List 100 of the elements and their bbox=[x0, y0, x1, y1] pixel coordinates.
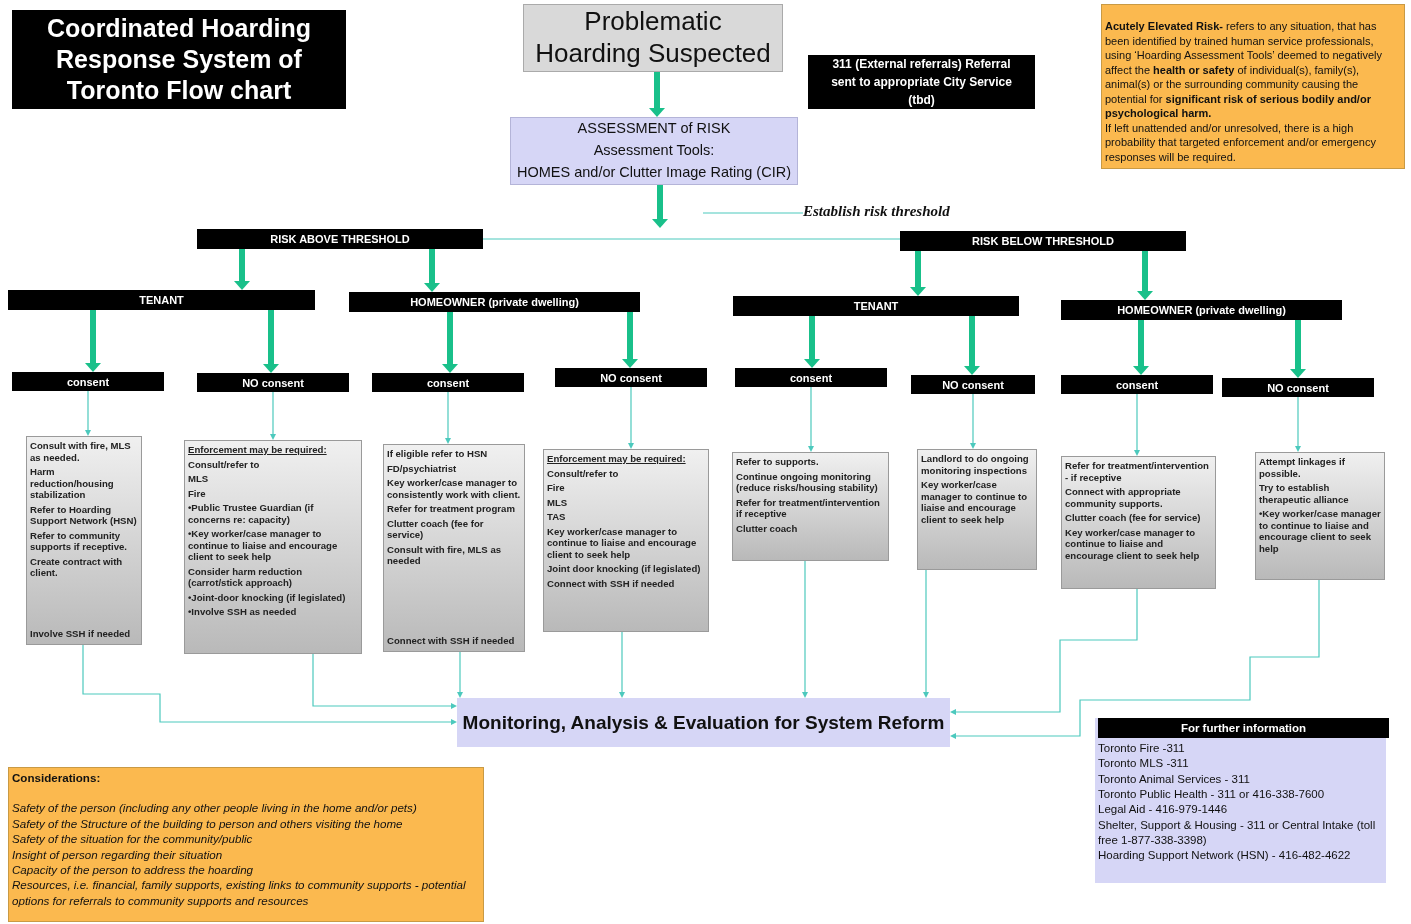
box-text: FD/psychiatrist bbox=[387, 462, 458, 474]
arrow bbox=[807, 316, 817, 368]
box-text: Capacity of the person to address the hoarding bbox=[12, 862, 255, 878]
box-text: Insight of person regarding their situation bbox=[12, 846, 224, 863]
arrow bbox=[625, 312, 635, 368]
box-text: If left unattended and/or unresolved, there is a high probability that targeted enforcement and/or emergency responses will be required. bbox=[1105, 120, 1377, 165]
connector-arrow bbox=[950, 588, 1138, 715]
arrow bbox=[266, 310, 276, 373]
connector-line bbox=[482, 238, 901, 240]
box-text: Connect with SSH if needed bbox=[387, 634, 516, 646]
box-text: Connect with SSH if needed bbox=[547, 577, 676, 589]
box-text: Consult/refer to bbox=[188, 458, 261, 470]
box-text: Shelter, Support & Housing - 311 or Central Intake (toll free 1-877-338-3398) bbox=[1097, 817, 1377, 848]
box-text: Refer for treatment program bbox=[387, 503, 516, 515]
box-text: Refer for treatment/intervention if receptive bbox=[736, 496, 881, 520]
box-text: •Key worker/case manager to continue to liaise and encourage client to seek help bbox=[1259, 508, 1381, 554]
consent-bar bbox=[911, 375, 1035, 394]
box-text: Toronto Animal Services - 311 bbox=[1097, 771, 1251, 787]
box-text: HOMEOWNER (private dwelling) bbox=[410, 296, 579, 308]
info-panel bbox=[1095, 718, 1386, 883]
panel-heading: For further information bbox=[1098, 718, 1389, 739]
consent-bar bbox=[1222, 378, 1374, 397]
box-text: consent bbox=[1115, 378, 1159, 391]
box-text: Connect with appropriate community supports. bbox=[1065, 486, 1182, 509]
arrow bbox=[913, 251, 923, 296]
box-text: Fire bbox=[547, 482, 566, 494]
box-text: Key worker/case manager to consistently work with client. bbox=[387, 477, 521, 500]
consent-bar bbox=[197, 373, 349, 392]
panel-heading: Considerations: bbox=[12, 770, 102, 786]
assessment-box bbox=[510, 117, 798, 185]
box-text: Key worker/case manager to continue to liaise and encourage client to seek help bbox=[547, 525, 698, 560]
box-text: Legal Aid - 416-979-1446 bbox=[1097, 802, 1229, 818]
box-text: •Involve SSH as needed bbox=[188, 606, 298, 618]
box-text: Consult with fire, MLS as needed bbox=[387, 543, 503, 567]
consent-bar bbox=[1061, 375, 1213, 394]
box-text: Clutter coach bbox=[736, 522, 799, 534]
box-text: Toronto Fire -311 bbox=[1097, 741, 1186, 757]
box-text: HOMEOWNER (private dwelling) bbox=[1117, 304, 1286, 316]
connector-arrow bbox=[270, 391, 276, 440]
box-text: Key worker/case manager to continue to liaise and encourage client to seek help bbox=[921, 479, 1029, 525]
consent-bar bbox=[12, 372, 164, 391]
connector-arrow bbox=[1295, 396, 1301, 452]
arrow bbox=[652, 72, 662, 117]
box-text: NO consent bbox=[242, 376, 304, 389]
category-bar bbox=[349, 292, 640, 312]
box-text: Establish risk threshold bbox=[803, 203, 951, 220]
arrow bbox=[1136, 320, 1146, 375]
box-text: If eligible refer to HSN bbox=[387, 448, 489, 460]
connector-arrow bbox=[802, 560, 808, 698]
box-text: RISK ABOVE THRESHOLD bbox=[270, 233, 410, 245]
action-box bbox=[184, 440, 362, 654]
box-text: RISK BELOW THRESHOLD bbox=[972, 235, 1114, 247]
box-text: HOMES and/or Clutter Image Rating (CIR) bbox=[517, 162, 791, 182]
arrow bbox=[237, 249, 247, 290]
box-text: Fire bbox=[188, 487, 207, 499]
action-box bbox=[383, 444, 525, 652]
box-text: Resources, i.e. financial, family supports, existing links to community supports - potential options for referrals to community supports and resources bbox=[12, 877, 467, 909]
box-text: TENANT bbox=[853, 300, 899, 312]
arrow bbox=[1293, 320, 1303, 378]
box-text: Consider harm reduction (carrot/stick approach) bbox=[188, 565, 304, 589]
box-text: ASSESSMENT of RISK bbox=[577, 119, 731, 139]
consent-bar bbox=[372, 373, 524, 392]
category-bar bbox=[733, 296, 1019, 316]
box-text: •Joint-door knocking (if legislated) bbox=[188, 591, 347, 603]
box-text: MLS bbox=[547, 496, 569, 508]
connector-arrow bbox=[85, 390, 91, 436]
box-text: Create contract with client. bbox=[30, 555, 124, 579]
considerations-box bbox=[8, 767, 484, 922]
box-text: Joint door knocking (if legislated) bbox=[547, 563, 702, 575]
box-text: Clutter coach (fee for service) bbox=[387, 517, 485, 541]
box-text: Toronto Public Health - 311 or 416-338-7600 bbox=[1097, 786, 1326, 802]
action-box bbox=[543, 449, 709, 632]
box-text: Attempt linkages if possible. bbox=[1259, 456, 1346, 479]
box-text: NO consent bbox=[1267, 381, 1329, 394]
action-box bbox=[26, 436, 142, 645]
box-text: •Key worker/case manager to continue to liaise and encourage client to seek help bbox=[188, 528, 339, 563]
box-text: Safety of the Structure of the building to person and others visiting the home bbox=[12, 815, 404, 832]
box-text: Continue ongoing monitoring (reduce risks/housing stability) bbox=[736, 470, 879, 494]
threshold-bar bbox=[197, 229, 483, 249]
box-text: 311 (External referrals) Referral sent to appropriate City Service (tbd) bbox=[830, 56, 1013, 109]
referral-box bbox=[808, 55, 1035, 109]
box-text: Refer to community supports if receptive. bbox=[30, 529, 129, 553]
action-box bbox=[732, 452, 889, 561]
box-text: Refer to supports. bbox=[736, 456, 820, 468]
connector-arrow bbox=[970, 393, 976, 449]
box-text: Key worker/case manager to continue to liaise and encourage client to seek help bbox=[1065, 526, 1201, 561]
connector-arrow bbox=[312, 653, 457, 709]
box-text: Coordinated Hoarding Response System of Toronto Flow chart bbox=[46, 12, 312, 107]
box-text: Refer for treatment/intervention - if receptive bbox=[1065, 460, 1210, 483]
connector-line bbox=[702, 212, 804, 214]
arrow bbox=[427, 249, 437, 292]
arrow bbox=[1140, 251, 1150, 300]
definition-box bbox=[1101, 4, 1405, 170]
box-text: Try to establish therapeutic alliance bbox=[1259, 482, 1350, 505]
action-box bbox=[1061, 456, 1216, 589]
box-text: consent bbox=[789, 371, 833, 384]
connector-arrow bbox=[628, 386, 634, 449]
arrow bbox=[445, 312, 455, 373]
connector-arrow bbox=[923, 569, 929, 698]
box-text: Enforcement may be required: bbox=[547, 453, 687, 465]
